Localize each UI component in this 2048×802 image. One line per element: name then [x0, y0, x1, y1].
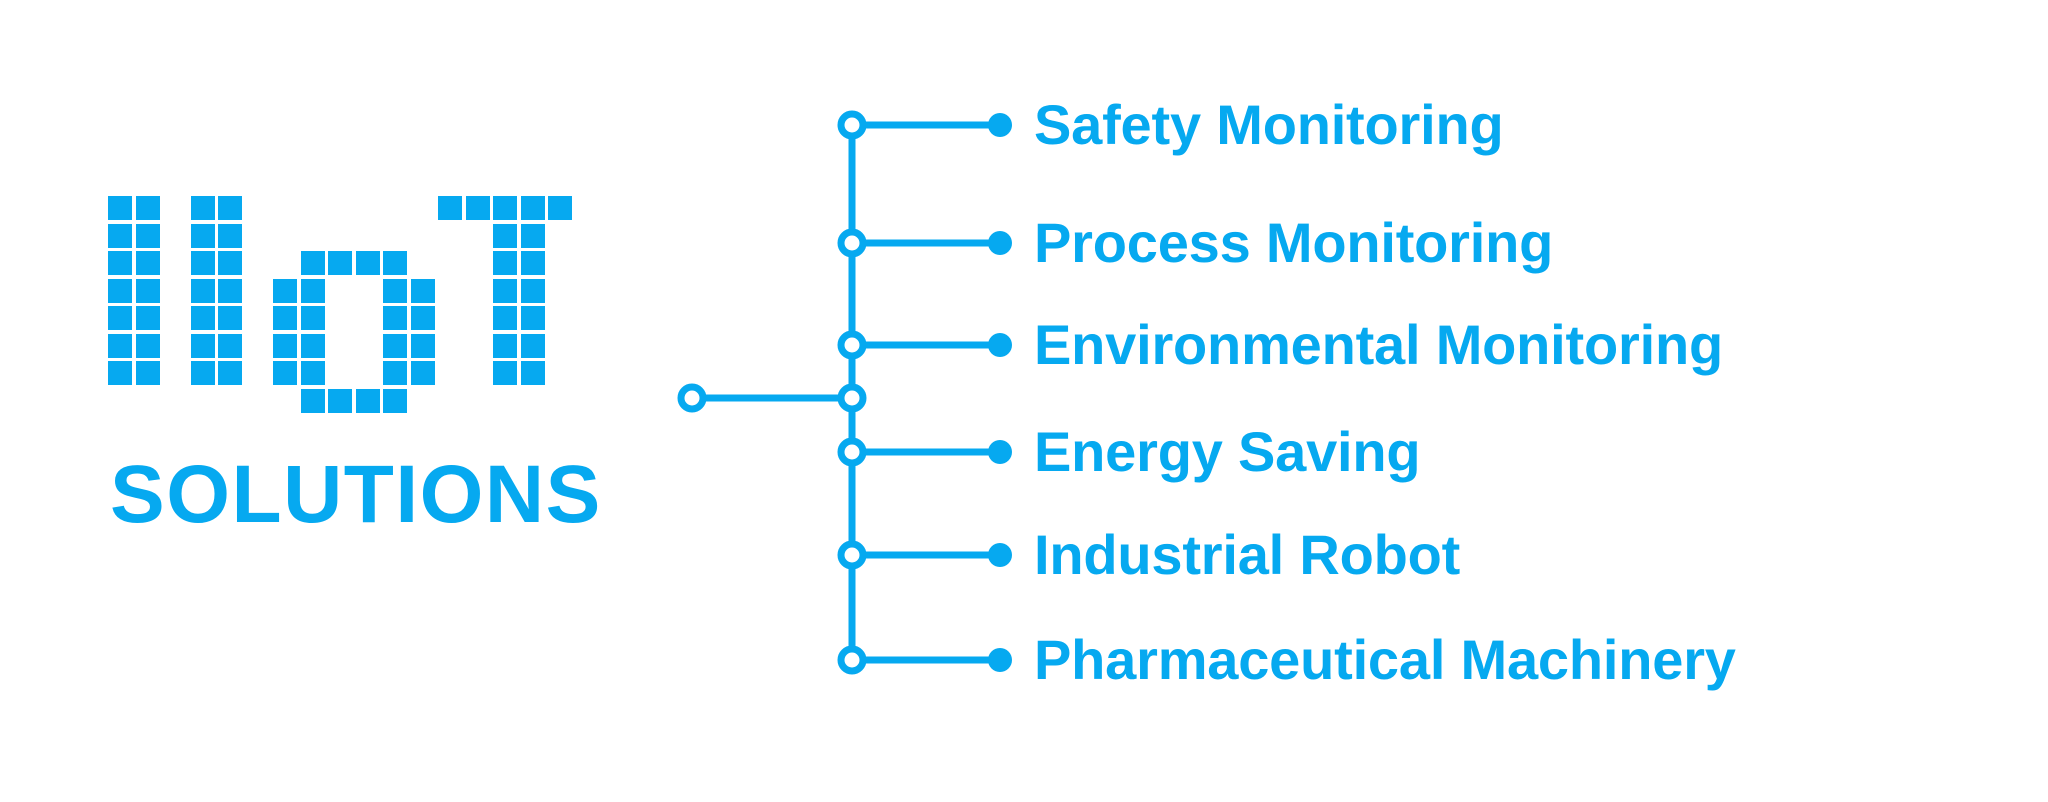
- logo-pixel: [355, 388, 380, 413]
- logo-pixel: [218, 278, 242, 303]
- logo-pixel: [190, 361, 215, 385]
- logo-pixel: [273, 306, 297, 330]
- logo-pixel: [410, 333, 435, 358]
- logo-pixel: [493, 306, 517, 330]
- branch-endpoint-dot: [988, 113, 1012, 137]
- logo-pixel: [410, 361, 435, 385]
- logo-pixel: [108, 361, 132, 385]
- logo-pixel: [493, 223, 517, 248]
- logo-pixel: [108, 333, 132, 358]
- branch-label-1: Safety Monitoring: [1034, 93, 1504, 156]
- logo-pixel: [190, 278, 215, 303]
- logo-pixel: [493, 333, 517, 358]
- logo-pixel: [520, 223, 545, 248]
- logo-pixel: [465, 196, 490, 220]
- logo-pixel: [218, 223, 242, 248]
- logo-pixel: [300, 306, 325, 330]
- logo-pixel: [328, 251, 352, 275]
- logo-pixel: [355, 251, 380, 275]
- logo-pixel: [383, 278, 407, 303]
- logo-pixel: [410, 306, 435, 330]
- logo-pixel: [190, 251, 215, 275]
- logo-pixel: [383, 251, 407, 275]
- logo-pixel: [135, 361, 160, 385]
- logo-pixel: [300, 361, 325, 385]
- logo-pixel: [108, 223, 132, 248]
- logo-pixel: [328, 388, 352, 413]
- branch-endpoint-dot: [988, 333, 1012, 357]
- logo-pixel: [108, 278, 132, 303]
- logo-pixel: [383, 333, 407, 358]
- logo-pixel: [300, 251, 325, 275]
- logo-pixel: [218, 196, 242, 220]
- logo-pixel: [493, 361, 517, 385]
- logo-pixel: [520, 333, 545, 358]
- logo-pixel: [273, 333, 297, 358]
- logo-pixel: [218, 333, 242, 358]
- logo-wordmark: SOLUTIONS: [110, 449, 602, 540]
- logo-pixel: [135, 223, 160, 248]
- logo-pixel: [190, 196, 215, 220]
- logo-pixel: [135, 251, 160, 275]
- logo-pixel: [383, 388, 407, 413]
- logo-pixel: [135, 306, 160, 330]
- root-node: [677, 383, 707, 413]
- branch-node: [837, 645, 867, 675]
- logo-pixel: [410, 278, 435, 303]
- logo-pixel: [108, 306, 132, 330]
- branch-node: [837, 110, 867, 140]
- branch-node: [837, 228, 867, 258]
- branch-label-4: Energy Saving: [1034, 420, 1421, 483]
- logo-pixel: [300, 388, 325, 413]
- logo-pixel: [493, 196, 517, 220]
- logo-pixel: [300, 278, 325, 303]
- logo-pixel: [190, 306, 215, 330]
- branch-label-6: Pharmaceutical Machinery: [1034, 628, 1736, 691]
- logo: SOLUTIONS: [108, 196, 600, 616]
- logo-pixel: [548, 196, 572, 220]
- branch-label-5: Industrial Robot: [1034, 523, 1461, 586]
- logo-pixel: [135, 196, 160, 220]
- logo-pixel: [218, 361, 242, 385]
- branch-label-2: Process Monitoring: [1034, 211, 1554, 274]
- logo-pixel: [135, 278, 160, 303]
- tree-nodes: [677, 110, 1012, 675]
- branch-node: [837, 437, 867, 467]
- logo-pixel: [190, 223, 215, 248]
- logo-pixel: [383, 306, 407, 330]
- logo-pixel: [190, 333, 215, 358]
- branch-endpoint-dot: [988, 648, 1012, 672]
- branch-node: [837, 330, 867, 360]
- logo-pixel: [520, 361, 545, 385]
- spine-junction-node: [837, 383, 867, 413]
- logo-pixel: [438, 196, 462, 220]
- logo-pixel: [520, 278, 545, 303]
- logo-pixel: [273, 278, 297, 303]
- logo-pixel: [273, 361, 297, 385]
- logo-pixel: [135, 333, 160, 358]
- logo-pixel: [493, 278, 517, 303]
- logo-pixel: [520, 306, 545, 330]
- branch-endpoint-dot: [988, 543, 1012, 567]
- tree-connector-lines: [692, 121, 1000, 664]
- branch-label-3: Environmental Monitoring: [1034, 313, 1723, 376]
- logo-pixel: [218, 306, 242, 330]
- logo-pixel: [520, 251, 545, 275]
- branch-endpoint-dot: [988, 440, 1012, 464]
- logo-pixel: [218, 251, 242, 275]
- logo-pixel: [108, 251, 132, 275]
- branch-node: [837, 540, 867, 570]
- logo-pixel: [493, 251, 517, 275]
- logo-pixel: [383, 361, 407, 385]
- branch-endpoint-dot: [988, 231, 1012, 255]
- iiot-pixel-mark: [108, 196, 572, 426]
- logo-pixel: [520, 196, 545, 220]
- logo-pixel: [108, 196, 132, 220]
- logo-pixel: [300, 333, 325, 358]
